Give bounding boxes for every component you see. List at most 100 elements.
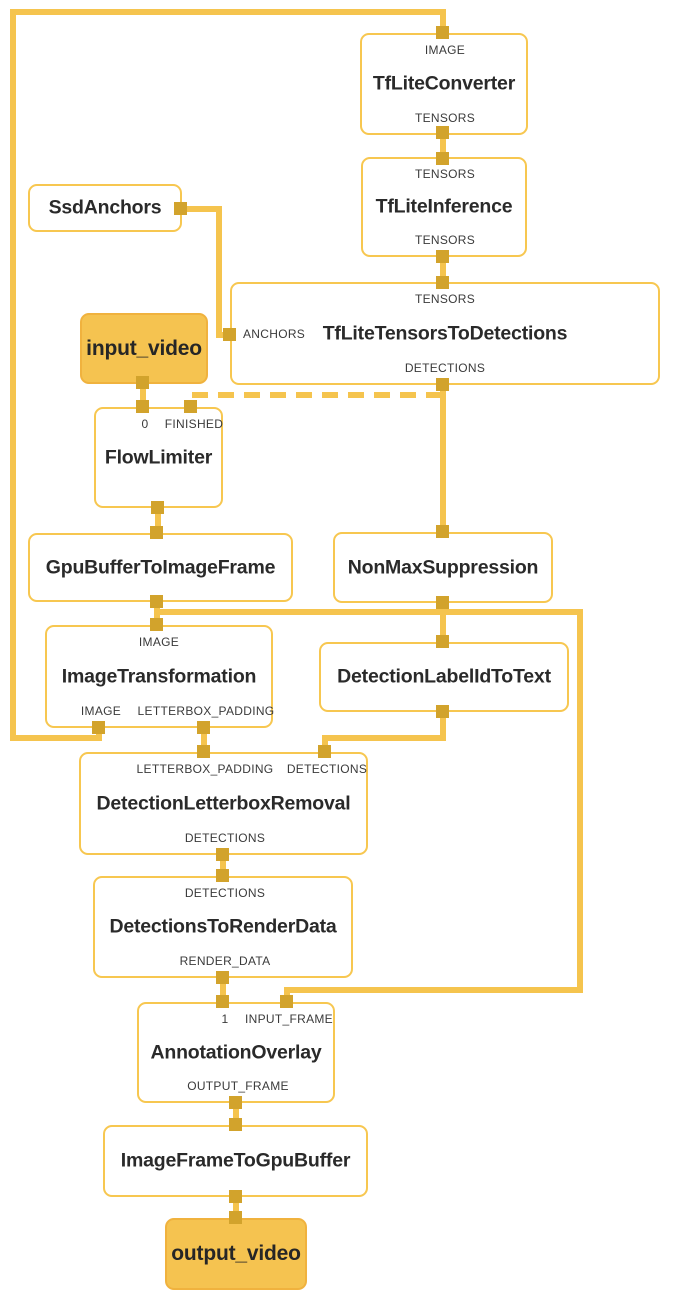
node-imageframetogpubuffer[interactable]: ImageFrameToGpuBuffer xyxy=(103,1125,368,1197)
port-imageframetogpubuffer-in xyxy=(229,1118,242,1131)
node-title-nonmaxsuppression: NonMaxSuppression xyxy=(347,556,539,578)
node-tfliteinference[interactable]: TENSORS TfLiteInference TENSORS xyxy=(361,157,527,257)
port-label-letterboxpadding-in: LETTERBOX_PADDING xyxy=(136,762,274,776)
node-detectionstorenderdata[interactable]: DETECTIONS DetectionsToRenderData RENDER… xyxy=(93,876,353,978)
node-title-detectionstorenderdata: DetectionsToRenderData xyxy=(109,915,337,938)
edge-detections-to-finished-dashed xyxy=(192,392,442,398)
edge-loop-into-converter xyxy=(440,9,446,36)
edge-labelid-out-v xyxy=(440,709,446,741)
port-flowlimiter-out xyxy=(151,501,164,514)
port-labelidtotext-in xyxy=(436,635,449,648)
edge-ssdanchors-v xyxy=(216,206,222,338)
node-tfliteconverter[interactable]: IMAGE TfLiteConverter TENSORS xyxy=(360,33,528,135)
port-label-renderdata-out: RENDER_DATA xyxy=(179,954,271,968)
edge-converter-to-inference xyxy=(440,130,446,162)
node-detectionletterboxremoval[interactable]: LETTERBOX_PADDING DETECTIONS DetectionLe… xyxy=(79,752,368,855)
port-label-tensors-out: TENSORS xyxy=(414,111,476,125)
node-title-detectionletterboxremoval: DetectionLetterboxRemoval xyxy=(96,792,351,814)
port-nonmaxsuppression-out xyxy=(436,596,449,609)
port-gpubuffer-out xyxy=(150,595,163,608)
port-renderdata-renderdata-out xyxy=(216,971,229,984)
port-label-finished-in: FINISHED xyxy=(164,417,224,431)
port-tensorstodetections-tensors-in xyxy=(436,276,449,289)
port-outputvideo-in xyxy=(229,1211,242,1224)
node-title-gpubuffertoimageframe: GpuBufferToImageFrame xyxy=(45,556,276,578)
port-imagetransformation-image-out xyxy=(92,721,105,734)
port-label-tensors-out: TENSORS xyxy=(414,233,476,247)
port-label-tensors-in: TENSORS xyxy=(414,167,476,181)
port-label-image-out: IMAGE xyxy=(80,704,122,718)
port-ssdanchors-out xyxy=(174,202,187,215)
node-ssdanchors[interactable]: SsdAnchors xyxy=(28,184,182,232)
node-annotationoverlay[interactable]: 1 INPUT_FRAME AnnotationOverlay OUTPUT_F… xyxy=(137,1002,335,1103)
node-detectionlabelidtotext[interactable]: DetectionLabelIdToText xyxy=(319,642,569,712)
port-annotationoverlay-outputframe-out xyxy=(229,1096,242,1109)
port-inputvideo-out xyxy=(136,376,149,389)
port-letterboxremoval-detections-in xyxy=(318,745,331,758)
port-label-detections-in: DETECTIONS xyxy=(286,762,368,776)
edge-labelid-h xyxy=(322,735,446,741)
port-tfliteconverter-image-in xyxy=(436,26,449,39)
node-imagetransformation[interactable]: IMAGE ImageTransformation IMAGE LETTERBO… xyxy=(45,625,275,728)
port-annotationoverlay-inputframe-in xyxy=(280,995,293,1008)
port-letterboxremoval-detections-out xyxy=(216,848,229,861)
node-tflitetensorstodetections[interactable]: TENSORS ANCHORS TfLiteTensorsToDetection… xyxy=(230,282,660,385)
port-label-anchors-in: ANCHORS xyxy=(243,326,306,341)
port-letterboxremoval-letterboxpadding-in xyxy=(197,745,210,758)
port-label-tensors-in: TENSORS xyxy=(414,292,476,306)
node-title-flowlimiter: FlowLimiter xyxy=(104,446,213,468)
port-imagetransformation-letterboxpadding-out xyxy=(197,721,210,734)
port-label-outputframe-out: OUTPUT_FRAME xyxy=(187,1079,289,1093)
port-labelidtotext-out xyxy=(436,705,449,718)
edge-inputvideo-to-flowlimiter xyxy=(140,380,146,410)
edge-renderdata-to-annotationoverlay xyxy=(220,975,226,1005)
port-tfliteinference-tensors-out xyxy=(436,250,449,263)
edge-gpubuffer-branch-h2 xyxy=(284,987,583,993)
node-gpubuffertoimageframe[interactable]: GpuBufferToImageFrame xyxy=(28,533,293,602)
edge-gpubuffer-branch-v xyxy=(577,609,583,993)
edge-imageframe-to-outputvideo xyxy=(233,1194,239,1221)
node-title-detectionlabelidtotext: DetectionLabelIdToText xyxy=(337,665,551,688)
port-flowlimiter-0-in xyxy=(136,400,149,413)
port-tensorstodetections-detections-out xyxy=(436,378,449,391)
edge-gpubuffer-branch-h1 xyxy=(154,609,583,615)
port-label-detections-out: DETECTIONS xyxy=(404,361,486,375)
port-label-detections-in: DETECTIONS xyxy=(184,886,266,900)
node-title-output-video: output_video xyxy=(171,1242,301,1265)
port-label-inputframe-in: INPUT_FRAME xyxy=(245,1012,333,1026)
edge-loop-left xyxy=(10,9,16,741)
port-gpubuffer-in xyxy=(150,526,163,539)
node-title-tfliteconverter: TfLiteConverter xyxy=(372,72,516,95)
edge-letterboxremoval-to-renderdata xyxy=(220,852,226,879)
port-annotationoverlay-1-in xyxy=(216,995,229,1008)
port-label-image-in: IMAGE xyxy=(138,635,180,649)
port-renderdata-detections-in xyxy=(216,869,229,882)
node-input-video[interactable]: input_video xyxy=(80,313,208,384)
node-title-tflitetensorstodetections: TfLiteTensorsToDetections xyxy=(322,322,568,344)
node-title-annotationoverlay: AnnotationOverlay xyxy=(150,1041,322,1063)
port-flowlimiter-finished-in xyxy=(184,400,197,413)
node-nonmaxsuppression[interactable]: NonMaxSuppression xyxy=(333,532,553,603)
port-tensorstodetections-anchors-in xyxy=(223,328,236,341)
edge-loop-bottom xyxy=(10,735,102,741)
port-nonmaxsuppression-in xyxy=(436,525,449,538)
edge-flowlimiter-to-gpubuffer xyxy=(155,505,161,536)
node-title-ssdanchors: SsdAnchors xyxy=(48,196,162,219)
edge-detections-to-nms xyxy=(440,382,446,535)
edge-annotationoverlay-to-imageframe xyxy=(233,1100,239,1128)
port-label-image-in: IMAGE xyxy=(424,43,466,57)
node-flowlimiter[interactable]: 0 FINISHED FlowLimiter xyxy=(94,407,223,508)
port-label-1-in: 1 xyxy=(221,1012,229,1026)
node-title-imageframetogpubuffer: ImageFrameToGpuBuffer xyxy=(120,1149,351,1172)
port-imagetransformation-image-in xyxy=(150,618,163,631)
port-tfliteconverter-tensors-out xyxy=(436,126,449,139)
port-label-0-in: 0 xyxy=(141,417,149,431)
edge-nms-to-labelid xyxy=(440,600,446,645)
edge-loop-top xyxy=(10,9,446,15)
node-title-input-video: input_video xyxy=(86,336,202,360)
port-label-letterboxpadding-out: LETTERBOX_PADDING xyxy=(137,704,275,718)
node-output-video[interactable]: output_video xyxy=(165,1218,307,1290)
port-tfliteinference-tensors-in xyxy=(436,152,449,165)
node-title-tfliteinference: TfLiteInference xyxy=(375,195,513,218)
